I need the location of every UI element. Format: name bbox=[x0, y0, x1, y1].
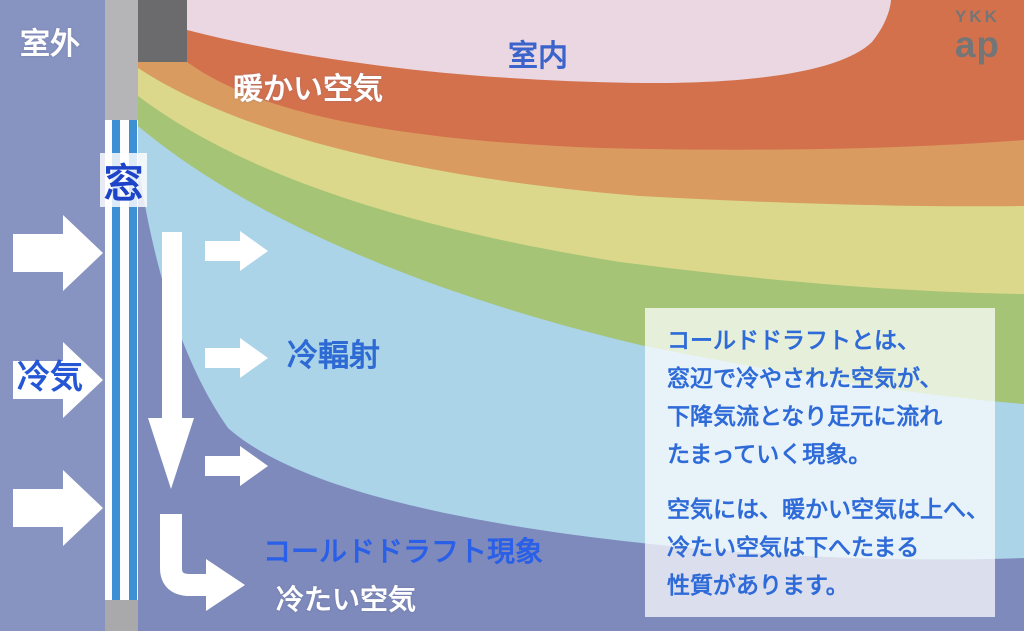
logo-text-top: YKK bbox=[954, 7, 1000, 26]
indoor-arrow-middle-icon bbox=[205, 338, 268, 378]
ykk-ap-logo: YKK ap bbox=[955, 8, 1000, 63]
wall-corner-block bbox=[138, 0, 187, 62]
indoor-label: 室内 bbox=[508, 40, 568, 73]
outdoor-label: 室外 bbox=[20, 28, 80, 61]
explanation-line: 下降気流となり足元に流れ bbox=[667, 403, 943, 429]
warm-air-label: 暖かい空気 bbox=[233, 73, 383, 106]
indoor-arrow-bottom-icon bbox=[205, 446, 268, 486]
down-draft-arrow-head-icon bbox=[148, 418, 194, 489]
explanation-paragraph-2: 空気には、暖かい空気は上へ、 冷たい空気は下へたまる 性質があります。 bbox=[667, 490, 995, 604]
outdoor-arrow-top-icon bbox=[13, 215, 103, 291]
explanation-paragraph-1: コールドドラフトとは、 窓辺で冷やされた空気が、 下降気流となり足元に流れ たま… bbox=[667, 321, 995, 473]
cold-draft-phenomenon-label: コールドドラフト現象 bbox=[263, 536, 544, 567]
explanation-line: たまっていく現象。 bbox=[667, 441, 872, 467]
floor-flow-arrow-bend bbox=[160, 514, 206, 596]
outdoor-arrow-middle-icon bbox=[13, 342, 103, 418]
window-label: 窓 bbox=[103, 162, 144, 206]
explanation-line: 性質があります。 bbox=[667, 572, 849, 598]
floor-flow-arrow-head-icon bbox=[206, 559, 245, 611]
cold-air-floor-label: 冷たい空気 bbox=[276, 584, 417, 615]
wall-upper bbox=[105, 0, 138, 120]
window-sill bbox=[105, 600, 138, 631]
outdoor-arrow-bottom-icon bbox=[13, 470, 103, 546]
down-draft-arrow-shaft bbox=[162, 232, 182, 420]
explanation-box: コールドドラフトとは、 窓辺で冷やされた空気が、 下降気流となり足元に流れ たま… bbox=[645, 308, 995, 617]
window-tag: 窓 bbox=[100, 153, 147, 207]
explanation-line: 冷たい空気は下へたまる bbox=[667, 534, 920, 560]
band-warm-pink bbox=[187, 0, 891, 84]
window-pane-inner bbox=[129, 120, 137, 600]
explanation-line: 空気には、暖かい空気は上へ、 bbox=[667, 496, 989, 522]
logo-text-bottom: ap bbox=[954, 24, 1000, 65]
cold-radiation-label: 冷輻射 bbox=[287, 338, 380, 373]
indoor-arrow-top-icon bbox=[205, 231, 268, 271]
explanation-line: 窓辺で冷やされた空気が、 bbox=[667, 365, 943, 391]
explanation-line: コールドドラフトとは、 bbox=[667, 327, 920, 353]
cold-air-inflow-label: 冷気 bbox=[17, 358, 83, 395]
window-pane-outer bbox=[112, 120, 120, 600]
